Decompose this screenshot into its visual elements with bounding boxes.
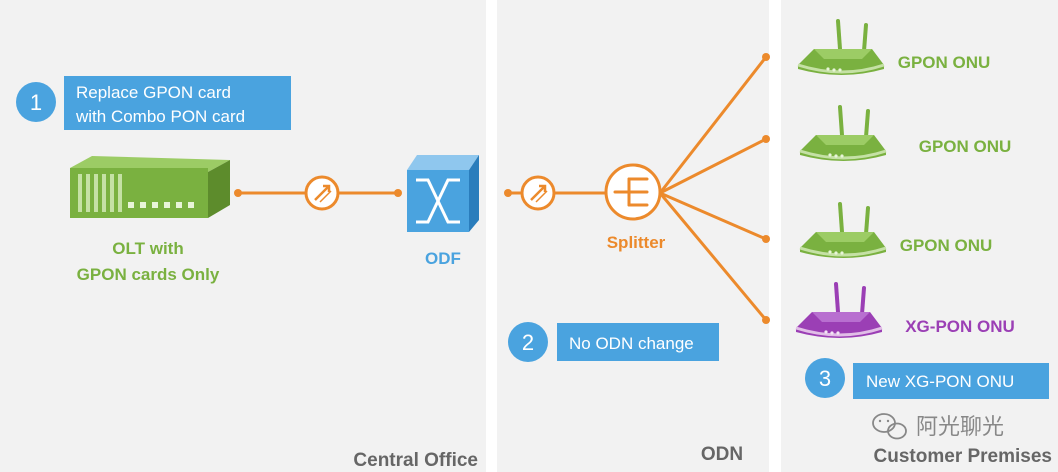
onu-label-4: XG-PON ONU — [905, 317, 1015, 336]
fiber-drop-2 — [659, 137, 767, 195]
odf-label: ODF — [425, 249, 461, 268]
step-3-number: 3 — [819, 366, 831, 391]
fiber-drop-1 — [658, 56, 768, 194]
fiber-drop-4 — [658, 192, 768, 321]
step-1-text-line-1: Replace GPON card — [76, 83, 231, 102]
fiber-connector-icon — [304, 175, 340, 211]
fiber-drop-3 — [659, 191, 767, 241]
fiber-endpoint — [762, 235, 770, 243]
olt-chassis-icon — [70, 156, 230, 218]
zone-label-odn: ODN — [701, 444, 743, 465]
zone-odn — [497, 0, 769, 472]
odf-cabinet-icon — [407, 155, 479, 232]
step-1-text-line-2: with Combo PON card — [75, 107, 245, 126]
olt-label-line-1: OLT with — [112, 239, 183, 258]
fiber-endpoint — [762, 53, 770, 61]
step-3-callout: 3 New XG-PON ONU — [805, 358, 1049, 399]
step-2-number: 2 — [522, 330, 534, 355]
fiber-endpoints — [234, 53, 770, 324]
fiber-connector-icon — [520, 175, 556, 211]
step-3-text: New XG-PON ONU — [866, 372, 1014, 391]
fiber-endpoint — [234, 189, 242, 197]
step-2-text: No ODN change — [569, 334, 694, 353]
fiber-endpoint — [762, 316, 770, 324]
zone-central-office — [0, 0, 486, 472]
wechat-icon — [872, 413, 907, 440]
fiber-endpoint — [504, 189, 512, 197]
router-icon — [797, 19, 885, 75]
onu-label-3: GPON ONU — [900, 236, 993, 255]
router-icon — [795, 282, 883, 338]
onu-label-2: GPON ONU — [919, 137, 1012, 156]
step-1-callout: 1 Replace GPON card with Combo PON card — [16, 76, 291, 130]
router-icon — [799, 105, 887, 161]
step-2-callout: 2 No ODN change — [508, 322, 719, 362]
watermark-text: 阿光聊光 — [916, 414, 1004, 439]
zone-label-customer-premises: Customer Premises — [874, 446, 1052, 467]
step-1-number: 1 — [30, 90, 42, 115]
router-icon — [799, 202, 887, 258]
splitter-label: Splitter — [607, 233, 666, 252]
fiber-endpoint — [762, 135, 770, 143]
fiber-endpoint — [394, 189, 402, 197]
olt-label-line-2: GPON cards Only — [77, 265, 220, 284]
onu-label-1: GPON ONU — [898, 53, 991, 72]
optical-splitter-icon — [604, 163, 662, 221]
zone-label-central-office: Central Office — [353, 450, 478, 471]
